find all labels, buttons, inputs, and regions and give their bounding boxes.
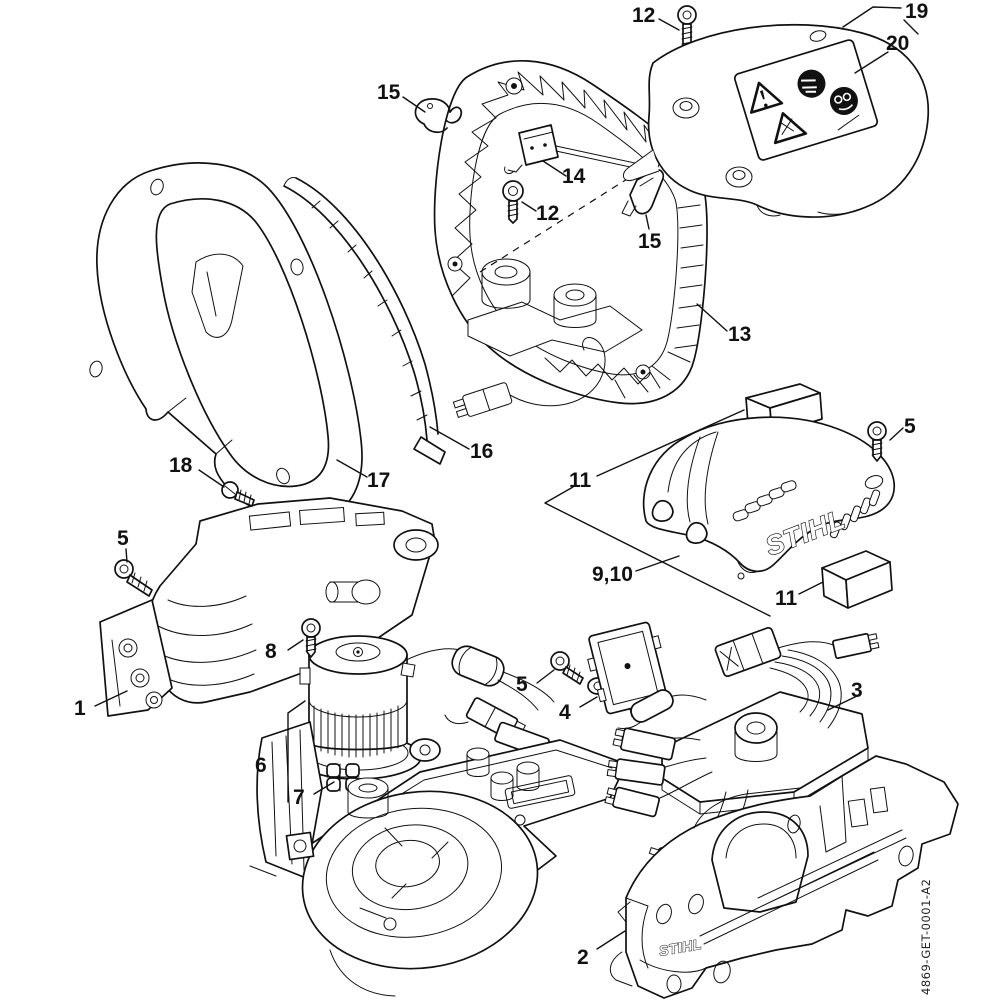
callout-label-2: 2 bbox=[577, 946, 589, 969]
part-gearbox-assembly bbox=[249, 721, 627, 997]
part-handle-housing bbox=[99, 497, 439, 717]
callout-label-9-10: 9,10 bbox=[592, 563, 633, 586]
part-control-unit bbox=[604, 626, 880, 877]
callout-labels: 12 19 20 15 14 12 15 13 16 17 18 5 1 8 6… bbox=[74, 0, 928, 969]
callout-label-12-top: 12 bbox=[632, 4, 655, 27]
callout-label-5-module: 5 bbox=[516, 673, 528, 696]
callout-label-3: 3 bbox=[851, 679, 863, 702]
housing-brand-logo: STIHL bbox=[658, 936, 703, 959]
callout-label-20: 20 bbox=[886, 32, 909, 55]
callout-label-13: 13 bbox=[728, 323, 751, 346]
callout-label-17: 17 bbox=[367, 469, 390, 492]
callout-label-5-cover: 5 bbox=[904, 415, 916, 438]
group-bracket-lines bbox=[544, 409, 828, 617]
callout-label-6: 6 bbox=[255, 754, 267, 777]
read-manual-icon bbox=[797, 69, 826, 98]
screw-motor-8 bbox=[301, 618, 321, 658]
frame-wire-connector bbox=[452, 382, 513, 418]
callout-label-1: 1 bbox=[74, 697, 86, 720]
callout-label-11-lower: 11 bbox=[775, 587, 798, 610]
leader-lines bbox=[94, 6, 919, 950]
cover-vents-right bbox=[829, 489, 881, 539]
callout-label-18: 18 bbox=[169, 454, 193, 477]
eye-ear-protection-icon bbox=[829, 86, 858, 115]
callout-label-16: 16 bbox=[470, 440, 493, 463]
screw-housing-left-5 bbox=[114, 559, 153, 597]
assembly-axis-dashed-line bbox=[479, 168, 644, 273]
part-foam-lower bbox=[821, 550, 893, 609]
part-warning-label bbox=[733, 39, 879, 161]
screw-cover-5 bbox=[867, 421, 887, 462]
callout-label-12-frame: 12 bbox=[536, 202, 559, 225]
screw-frame-12 bbox=[502, 180, 524, 224]
callout-label-4: 4 bbox=[559, 701, 571, 724]
callout-label-5-left: 5 bbox=[117, 527, 129, 550]
callout-label-11-upper: 11 bbox=[569, 469, 592, 492]
blade-hazard-triangle-icon bbox=[773, 112, 808, 145]
part-top-cover bbox=[622, 23, 930, 218]
part-liner-strip bbox=[283, 177, 446, 465]
callout-label-8: 8 bbox=[265, 640, 277, 663]
callout-label-15-upper: 15 bbox=[377, 81, 401, 104]
part-frame bbox=[433, 60, 708, 418]
callout-label-14: 14 bbox=[562, 165, 586, 188]
drawing-number: 4869-GET-0001-A2 bbox=[919, 879, 933, 995]
screw-module-5 bbox=[550, 651, 584, 685]
callout-label-7: 7 bbox=[293, 786, 305, 809]
callout-label-19: 19 bbox=[905, 0, 928, 23]
part-housing-bottom: STIHL bbox=[609, 755, 959, 999]
part-loop-handle bbox=[89, 162, 363, 523]
callout-label-15-right: 15 bbox=[638, 230, 662, 253]
cover-vents-left bbox=[732, 480, 797, 522]
part-hook-upper bbox=[414, 98, 463, 134]
warning-triangle-icon bbox=[749, 81, 784, 114]
screw-handle-18 bbox=[221, 481, 255, 507]
